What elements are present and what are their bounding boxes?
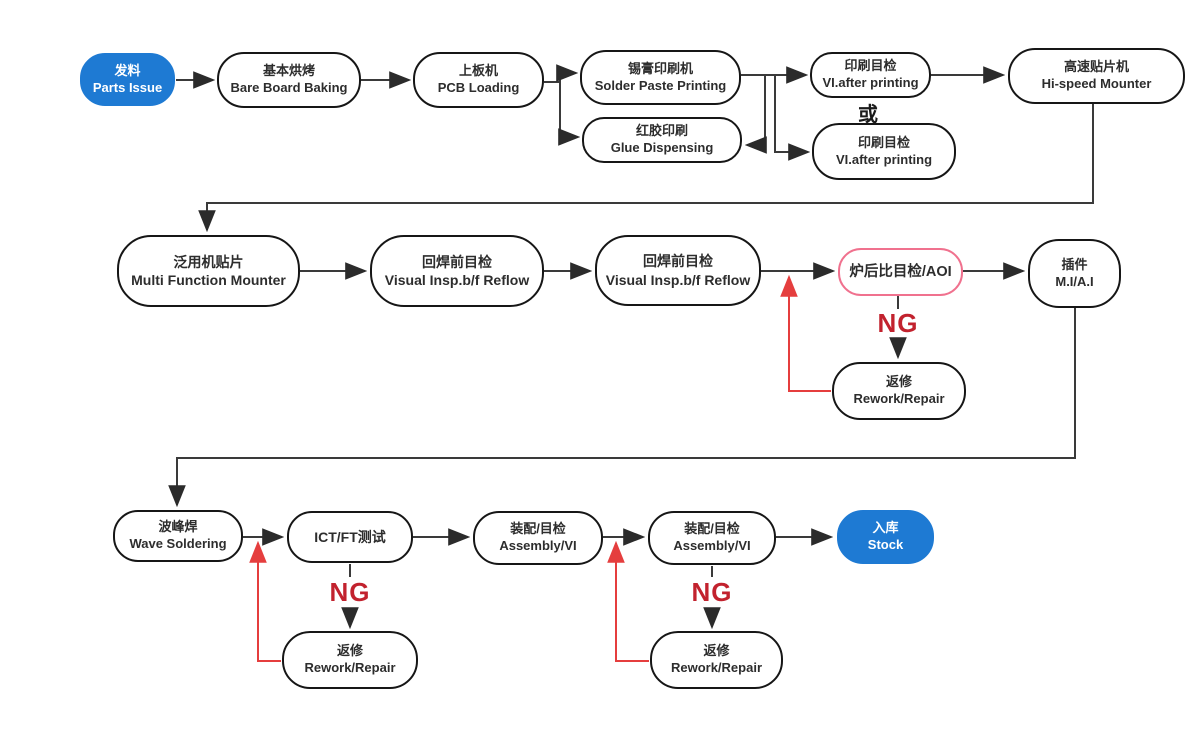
node-vi-after-printing-1: 印刷目检 VI.after printing <box>810 52 931 98</box>
node-label-en: Assembly/VI <box>499 538 577 553</box>
node-label-en: Visual Insp.b/f Reflow <box>605 271 751 288</box>
node-label-zh: 回焊前目检 <box>643 253 713 270</box>
node-multi-function-mounter: 泛用机贴片 Multi Function Mounter <box>117 235 300 307</box>
node-label-en: Solder Paste Printing <box>594 77 727 93</box>
node-label-zh: 红胶印刷 <box>635 123 688 139</box>
node-ict-ft-test: ICT/FT测试 <box>287 511 413 563</box>
node-label-zh: 装配/目检 <box>510 521 566 537</box>
node-label-zh: 波峰焊 <box>158 519 198 535</box>
node-label-zh: 返修 <box>336 643 363 659</box>
feedback-rework-ict-to-line <box>249 540 281 662</box>
arrow-branch-to-glue-right <box>744 75 767 154</box>
node-label-en: Rework/Repair <box>670 660 763 675</box>
or-label: 或 <box>858 104 878 126</box>
node-hi-speed-mounter: 高速贴片机 Hi-speed Mounter <box>1008 48 1185 104</box>
node-label-en: Bare Board Baking <box>230 80 348 95</box>
node-visual-insp-reflow-1: 回焊前目检 Visual Insp.b/f Reflow <box>370 235 544 307</box>
node-label-zh: 泛用机贴片 <box>173 253 244 270</box>
node-label-zh: 返修 <box>885 374 912 390</box>
node-label-zh: 印刷目检 <box>857 134 910 150</box>
node-label-en: Stock <box>867 537 904 552</box>
node-label-en: Hi-speed Mounter <box>1041 76 1152 91</box>
node-label-en: Assembly/VI <box>673 538 751 553</box>
ng-label-ict: NG <box>329 577 371 607</box>
feedback-rework-asm-to-line <box>607 540 649 662</box>
ng-label-aoi: NG <box>877 308 919 338</box>
node-mi-ai-insertion: 插件 M.I/A.I <box>1028 239 1121 308</box>
arrow-hispeed-to-mfm <box>198 104 1094 233</box>
node-label-en: Parts Issue <box>92 79 163 95</box>
node-label-zh: 装配/目检 <box>684 521 740 537</box>
node-rework-assembly: 返修 Rework/Repair <box>650 631 783 689</box>
node-label-zh: 返修 <box>703 643 730 659</box>
node-label-en: M.I/A.I <box>1055 273 1094 289</box>
node-label-zh: 入库 <box>872 520 899 536</box>
node-label-zh: 插件 <box>1061 256 1088 272</box>
node-stock: 入库 Stock <box>837 510 934 564</box>
node-label-zh: 印刷目检 <box>844 58 897 74</box>
node-label-zh: 上板机 <box>458 63 498 79</box>
node-rework-smt: 返修 Rework/Repair <box>832 362 966 420</box>
arrow-junction-to-glue-left <box>558 82 581 146</box>
node-label-zh: 发料 <box>114 62 141 78</box>
node-label-zh: 锡膏印刷机 <box>627 60 693 76</box>
node-label-en: Rework/Repair <box>304 660 396 675</box>
node-assembly-vi-1: 装配/目检 Assembly/VI <box>473 511 603 565</box>
node-label-zh: ICT/FT测试 <box>314 528 386 545</box>
node-vi-after-printing-2: 印刷目检 VI.after printing <box>812 123 956 180</box>
feedback-rework-smt-to-line <box>780 274 831 392</box>
node-pcb-loading: 上板机 PCB Loading <box>413 52 544 108</box>
node-assembly-vi-2: 装配/目检 Assembly/VI <box>648 511 776 565</box>
node-wave-soldering: 波峰焊 Wave Soldering <box>113 510 243 562</box>
node-label-en: Wave Soldering <box>129 536 227 551</box>
node-label-en: Visual Insp.b/f Reflow <box>384 272 530 288</box>
node-glue-dispensing: 红胶印刷 Glue Dispensing <box>582 117 742 163</box>
node-label-zh: 炉后比目检/AOI <box>849 263 952 280</box>
node-solder-paste-printing: 锡膏印刷机 Solder Paste Printing <box>580 50 741 105</box>
node-label-en: VI.after printing <box>835 151 933 167</box>
node-label-zh: 高速贴片机 <box>1063 59 1129 75</box>
arrow-miai-to-wave <box>168 308 1076 508</box>
ng-label-assembly: NG <box>691 577 733 607</box>
node-label-en: Glue Dispensing <box>610 140 714 155</box>
node-label-en: VI.after printing <box>822 75 919 90</box>
node-parts-issue: 发料 Parts Issue <box>80 53 175 106</box>
node-label-en: Multi Function Mounter <box>131 272 286 288</box>
node-label-en: PCB Loading <box>437 80 520 95</box>
node-visual-insp-reflow-2: 回焊前目检 Visual Insp.b/f Reflow <box>595 235 761 306</box>
node-label-zh: 回焊前目检 <box>422 253 492 270</box>
arrow-branch-to-vi2 <box>774 75 811 161</box>
node-label-en: Rework/Repair <box>853 391 945 406</box>
arrow-junction-to-solderpaste <box>556 64 579 82</box>
node-aoi-inspection: 炉后比目检/AOI <box>838 248 963 296</box>
node-rework-ict: 返修 Rework/Repair <box>282 631 418 689</box>
node-label-zh: 基本烘烤 <box>262 63 315 79</box>
node-bare-board-baking: 基本烘烤 Bare Board Baking <box>217 52 361 108</box>
